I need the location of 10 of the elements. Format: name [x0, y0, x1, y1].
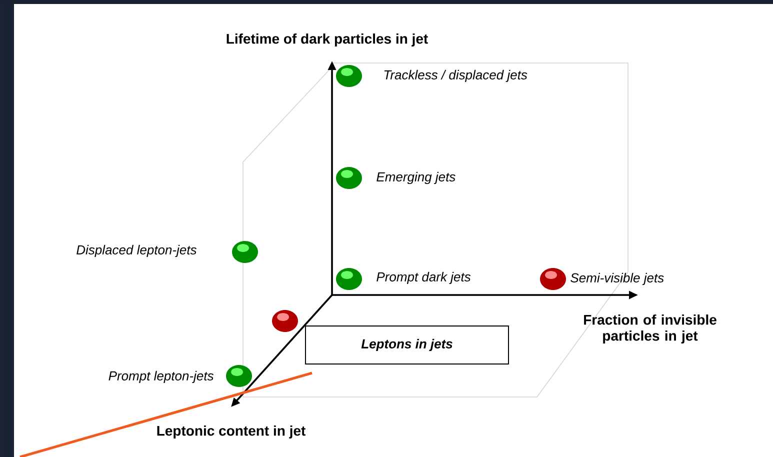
point-label: Displaced lepton-jets — [76, 244, 196, 258]
point-label: Prompt dark jets — [376, 272, 471, 284]
axis-label: Lifetime of dark particles in jet — [226, 33, 428, 47]
point-label: Emerging jets — [376, 172, 456, 184]
point-label: Trackless / displaced jets — [384, 70, 528, 82]
axis-label: Fraction of invisible particles in jet — [584, 314, 716, 344]
point-label: Semi-visible jets — [570, 272, 664, 286]
point-label: Prompt lepton-jets — [108, 370, 214, 384]
axis-label: Leptonic content in jet — [157, 425, 306, 438]
label-box: Leptons in jets — [305, 326, 509, 364]
